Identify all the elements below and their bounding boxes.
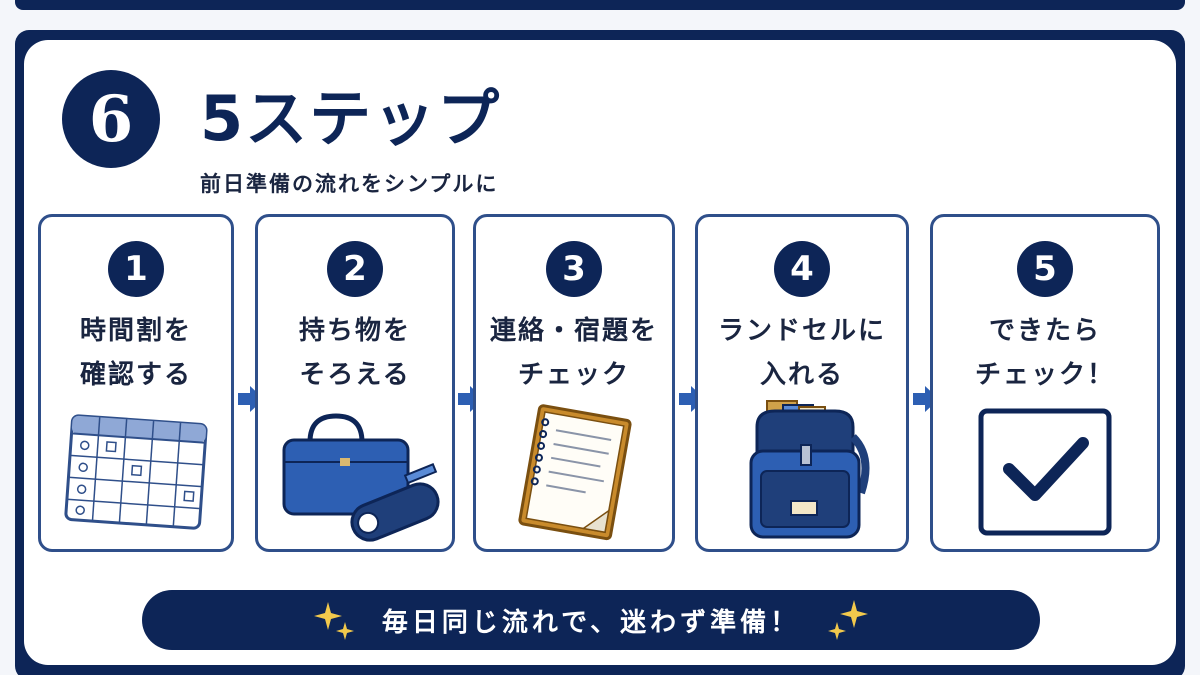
step-label: できたら チェック！	[974, 316, 1115, 390]
step-number-badge: 3	[546, 241, 602, 297]
top-strip	[15, 0, 1185, 10]
arrow-right-icon	[677, 384, 707, 414]
page-title: 5ステップ	[200, 82, 502, 155]
arrow-right-icon	[911, 384, 941, 414]
checkbox-icon	[933, 397, 1157, 547]
step-card-3: 3 連絡・宿題を チェック	[473, 214, 675, 552]
step-number-badge: 2	[327, 241, 383, 297]
bag-and-pencil-case-icon	[258, 397, 452, 547]
section-number-badge: 6	[62, 70, 160, 168]
step-label: 時間割を 確認する	[79, 316, 192, 390]
notebook-icon	[476, 397, 672, 547]
page-subtitle: 前日準備の流れをシンプルに	[200, 172, 499, 196]
step-number-badge: 1	[108, 241, 164, 297]
step-label: 連絡・宿題を チェック	[489, 316, 658, 390]
step-number-badge: 4	[774, 241, 830, 297]
step-card-4: 4 ランドセルに 入れる	[695, 214, 909, 552]
arrow-right-icon	[456, 384, 486, 414]
randoseru-icon	[698, 397, 906, 547]
sparkle-icon	[313, 602, 354, 640]
banner-text: 毎日同じ流れで、迷わず準備！	[381, 607, 801, 638]
step-label: ランドセルに 入れる	[717, 316, 886, 390]
sparkle-icon	[828, 600, 869, 640]
step-card-2: 2 持ち物を そろえる	[255, 214, 455, 552]
footer-banner: 毎日同じ流れで、迷わず準備！	[142, 590, 1040, 650]
step-label: 持ち物を そろえる	[298, 316, 411, 390]
arrow-right-icon	[236, 384, 266, 414]
step-card-5: 5 できたら チェック！	[930, 214, 1160, 552]
step-card-1: 1 時間割を 確認する	[38, 214, 234, 552]
timetable-icon	[41, 397, 231, 547]
step-number-badge: 5	[1017, 241, 1073, 297]
